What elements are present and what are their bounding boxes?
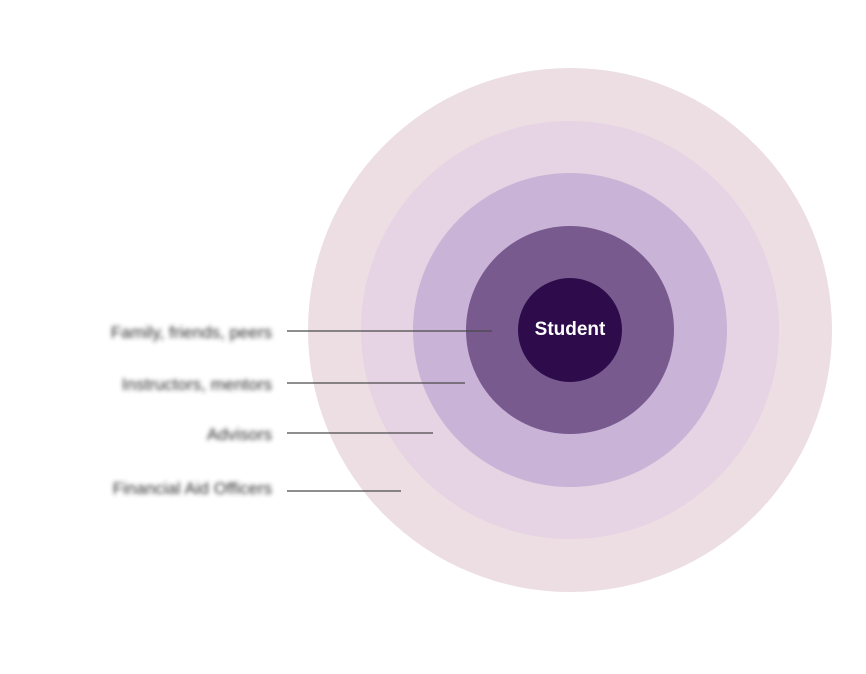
label-advisors: Advisors (207, 425, 272, 444)
label-financial-aid-officers: Financial Aid Officers (113, 479, 272, 498)
label-instructors-mentors: Instructors, mentors (122, 375, 272, 394)
core-circle (518, 278, 622, 382)
center-label: Student (535, 319, 606, 340)
label-family-friends-peers: Family, friends, peers (111, 323, 272, 342)
